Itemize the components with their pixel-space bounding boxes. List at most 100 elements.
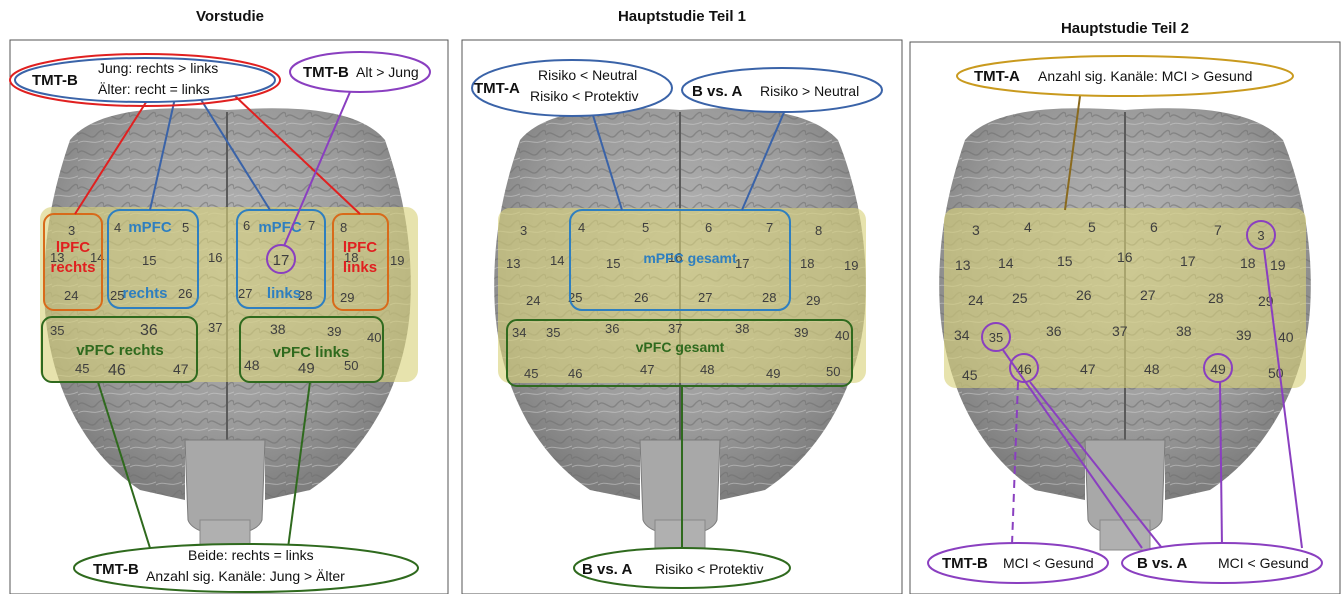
channel-label: 39 (1236, 327, 1252, 343)
svg-text:B vs. A: B vs. A (692, 83, 742, 100)
region-label: rechts (50, 259, 95, 276)
channel-label: 5 (182, 220, 189, 235)
channel-label: 39 (327, 324, 341, 339)
callout-tmtb-age: TMT-B Alt > Jung (290, 52, 430, 92)
channel-label: 38 (735, 321, 749, 336)
channel-label: 46 (568, 366, 582, 381)
region-label: links (267, 285, 301, 302)
svg-text:Risiko < Protektiv: Risiko < Protektiv (530, 88, 639, 104)
channel-label: 14 (998, 255, 1014, 271)
channel-label: 15 (1057, 253, 1073, 269)
channel-label: 40 (1278, 329, 1294, 345)
channel-label: 48 (244, 357, 260, 373)
svg-text:TMT-B: TMT-B (93, 561, 139, 578)
channel-label: 35 (50, 323, 64, 338)
channel-label: 16 (208, 250, 222, 265)
region-label: lPFC (56, 239, 90, 256)
region-label: vPFC rechts (76, 342, 164, 359)
svg-text:Anzahl sig. Kanäle: Jung > Ält: Anzahl sig. Kanäle: Jung > Älter (146, 568, 345, 584)
svg-text:TMT-A: TMT-A (474, 80, 520, 97)
callout-bva-mci: B vs. A MCI < Gesund (1122, 543, 1322, 583)
channel-label: 3 (972, 222, 980, 238)
channel-label: 24 (526, 293, 540, 308)
channel-label: 45 (524, 366, 538, 381)
channel-label: 17 (1180, 253, 1196, 269)
channel-label: 3 (1257, 228, 1264, 243)
callout-bva-protektiv: B vs. A Risiko < Protektiv (574, 548, 790, 588)
channel-label: 15 (606, 256, 620, 271)
svg-text:TMT-B: TMT-B (32, 72, 78, 89)
panel-vorstudie: 3 4 5 6 7 8 13 14 15 16 18 19 24 25 26 2… (10, 40, 448, 594)
callout-tmtb-hemisphere: TMT-B Jung: rechts > links Älter: recht … (10, 54, 280, 106)
callout-bva-neutral: B vs. A Risiko > Neutral (682, 68, 882, 112)
channel-label: 28 (762, 290, 776, 305)
channel-label: 49 (298, 360, 315, 377)
channel-label: 47 (1080, 361, 1096, 377)
panel-hauptstudie-2: 3 4 5 6 7 13 14 15 16 17 18 19 24 25 26 … (910, 42, 1340, 594)
channel-label: 45 (75, 361, 89, 376)
channel-label: 14 (550, 253, 564, 268)
region-label: mPFC gesamt (643, 250, 737, 266)
svg-text:Risiko < Protektiv: Risiko < Protektiv (655, 561, 764, 577)
channel-label: 8 (815, 223, 822, 238)
channel-label: 18 (1240, 255, 1256, 271)
svg-text:TMT-B: TMT-B (303, 64, 349, 81)
svg-text:B vs. A: B vs. A (582, 561, 632, 578)
channel-label: 47 (640, 362, 654, 377)
channel-label: 38 (270, 321, 286, 337)
channel-label: 18 (800, 256, 814, 271)
channel-label: 40 (835, 328, 849, 343)
channel-label: 49 (1210, 361, 1226, 377)
channel-label: 36 (1046, 323, 1062, 339)
svg-text:Alt > Jung: Alt > Jung (356, 64, 419, 80)
channel-label: 15 (142, 253, 156, 268)
svg-text:TMT-B: TMT-B (942, 555, 988, 572)
callout-tmta-channels: TMT-A Anzahl sig. Kanäle: MCI > Gesund (957, 56, 1293, 96)
channel-label: 17 (273, 252, 290, 269)
svg-text:Beide: rechts = links: Beide: rechts = links (188, 547, 314, 563)
channel-label: 50 (826, 364, 840, 379)
svg-text:MCI < Gesund: MCI < Gesund (1003, 555, 1094, 571)
channel-label: 3 (520, 223, 527, 238)
channel-label: 37 (668, 321, 682, 336)
channel-label: 29 (340, 290, 354, 305)
channel-label: 13 (506, 256, 520, 271)
channel-label: 19 (844, 258, 858, 273)
channel-label: 48 (700, 362, 714, 377)
channel-label: 46 (108, 362, 126, 379)
svg-text:Anzahl sig. Kanäle: MCI > Gesu: Anzahl sig. Kanäle: MCI > Gesund (1038, 68, 1252, 84)
svg-text:MCI < Gesund: MCI < Gesund (1218, 555, 1309, 571)
region-label: links (343, 259, 377, 276)
channel-overlay (944, 208, 1306, 388)
channel-label: 6 (1150, 219, 1158, 235)
channel-label: 48 (1144, 361, 1160, 377)
channel-label: 6 (243, 218, 250, 233)
callout-tmtb-channels: TMT-B Beide: rechts = links Anzahl sig. … (74, 544, 418, 592)
channel-label: 37 (208, 320, 222, 335)
channel-label: 7 (308, 218, 315, 233)
channel-label: 45 (962, 367, 978, 383)
channel-label: 38 (1176, 323, 1192, 339)
svg-text:Jung: rechts > links: Jung: rechts > links (98, 60, 218, 76)
channel-label: 34 (512, 325, 526, 340)
svg-text:B vs. A: B vs. A (1137, 555, 1187, 572)
channel-label: 35 (546, 325, 560, 340)
channel-label: 29 (806, 293, 820, 308)
channel-label: 5 (1088, 219, 1096, 235)
channel-label: 39 (794, 325, 808, 340)
channel-label: 4 (1024, 219, 1032, 235)
channel-label: 36 (605, 321, 619, 336)
channel-label: 27 (238, 286, 252, 301)
channel-label: 4 (578, 220, 585, 235)
channel-label: 7 (766, 220, 773, 235)
region-label: rechts (122, 285, 167, 302)
channel-label: 47 (173, 361, 189, 377)
channel-label: 26 (178, 286, 192, 301)
channel-label: 8 (340, 220, 347, 235)
region-label: mPFC (128, 219, 172, 236)
channel-label: 19 (390, 253, 404, 268)
svg-text:Risiko < Neutral: Risiko < Neutral (538, 67, 637, 83)
channel-label: 40 (367, 330, 381, 345)
channel-label: 46 (1016, 361, 1032, 377)
